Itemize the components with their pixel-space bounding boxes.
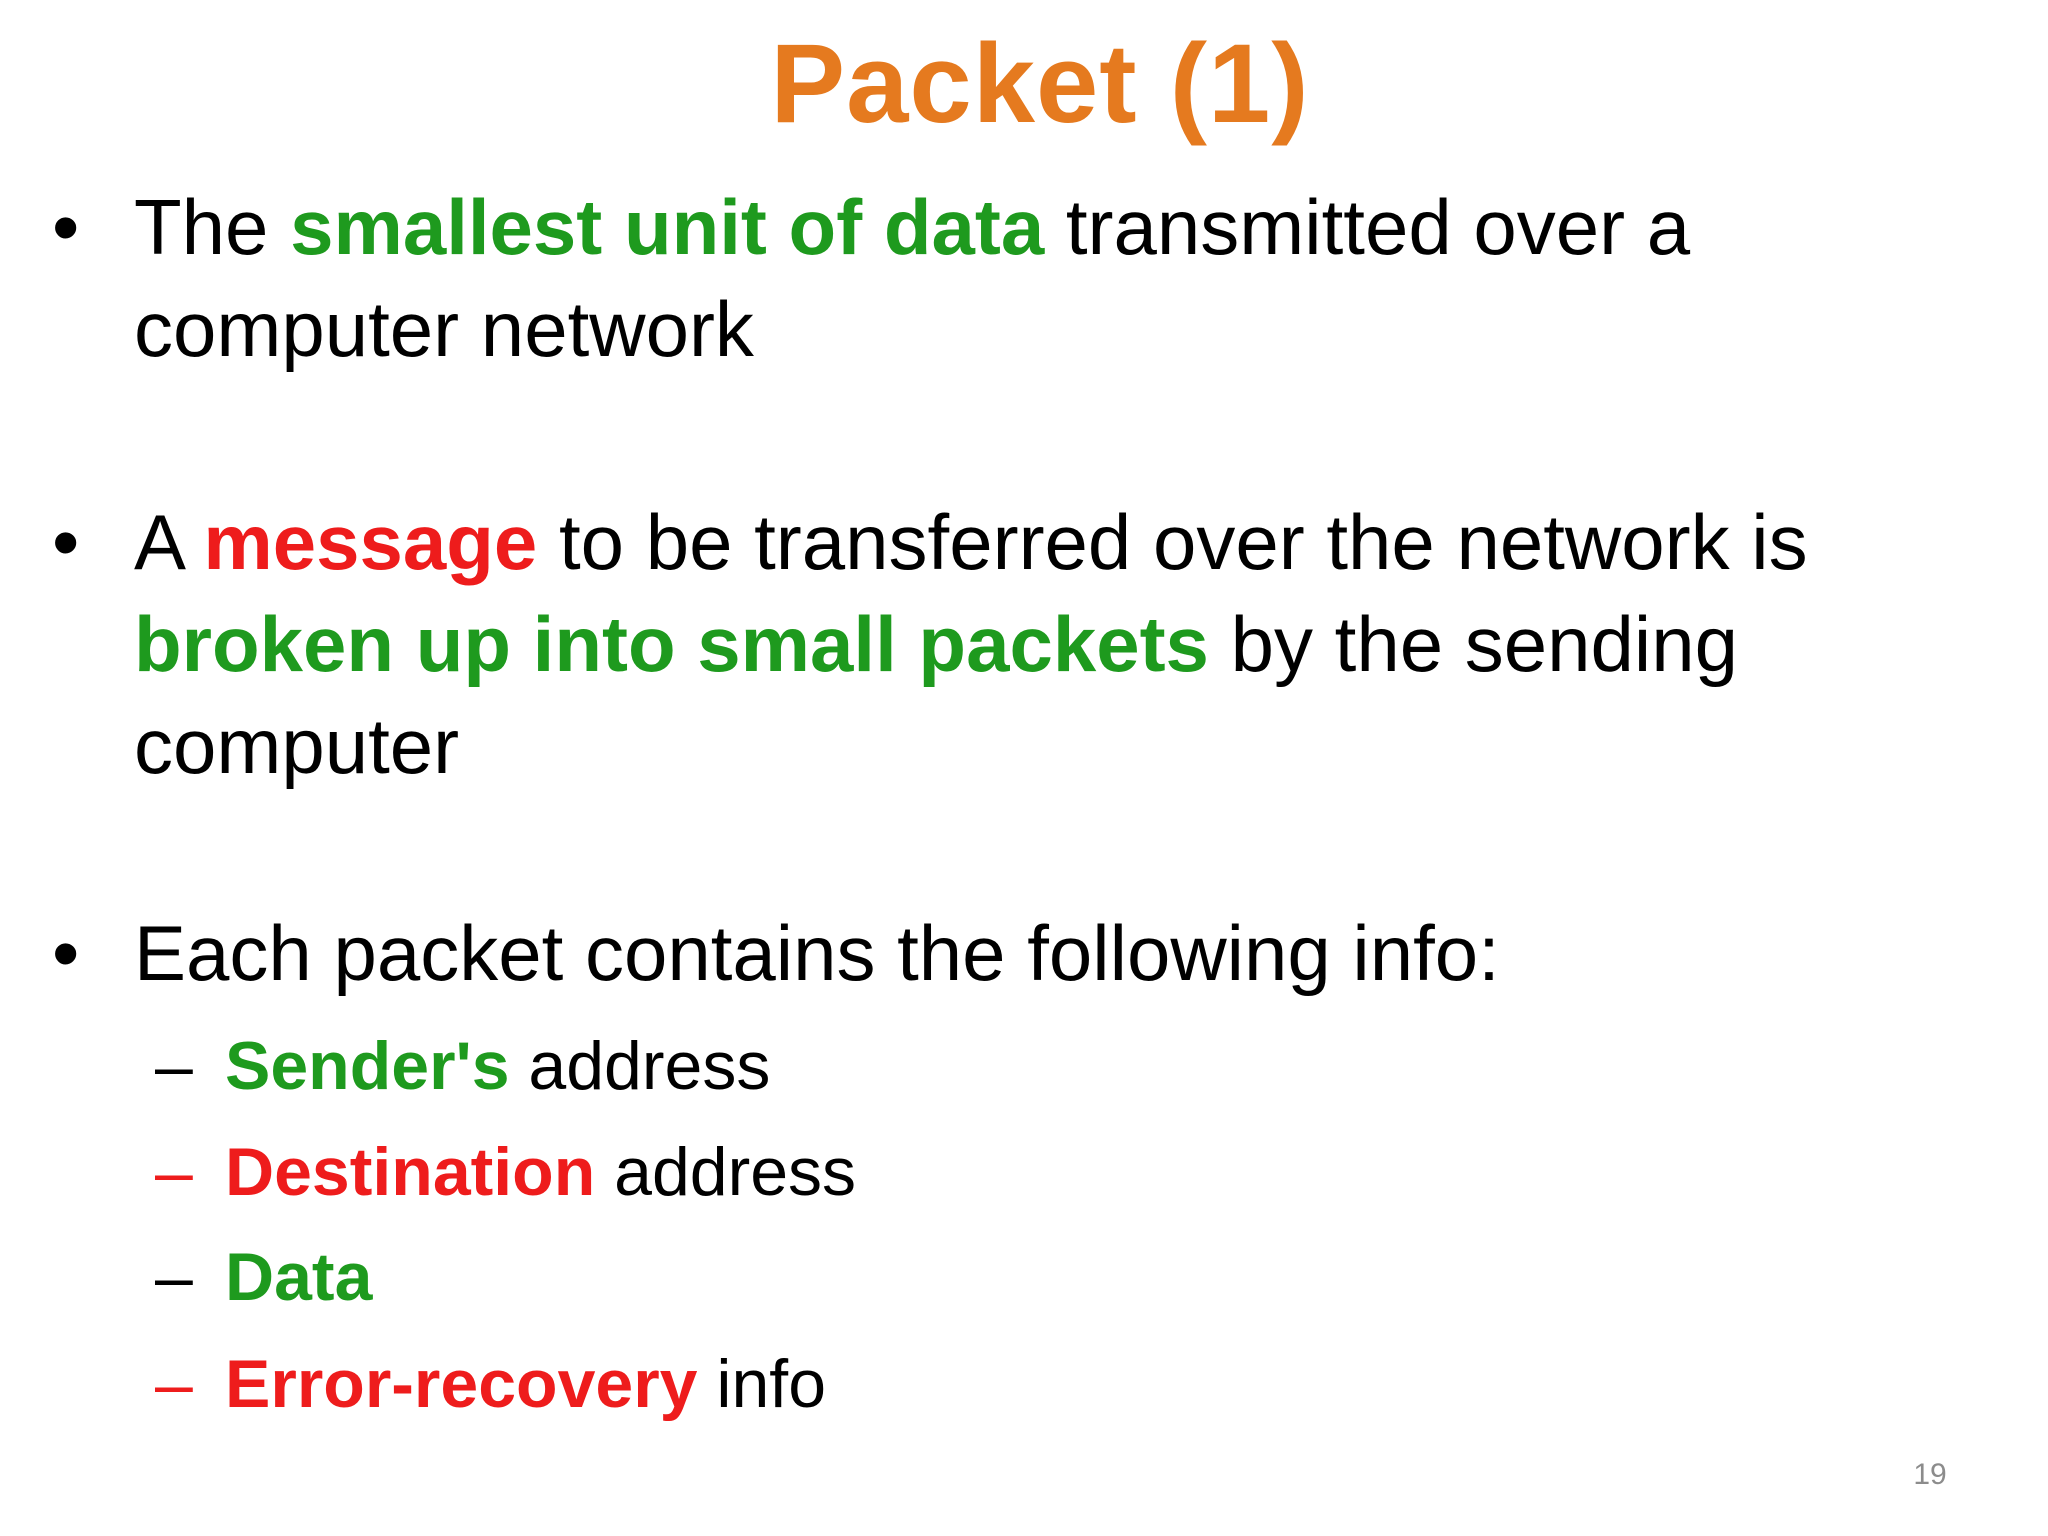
bullet-marker: • — [52, 183, 80, 271]
bullet-text: A message to be transferred over the net… — [134, 491, 1982, 797]
emphasis-green: smallest unit of data — [290, 183, 1045, 271]
page-number: 19 — [1913, 1458, 1947, 1491]
text-run: The — [134, 183, 291, 271]
text-run: address — [595, 1134, 857, 1210]
bullet-text: Each packet contains the following info: — [134, 902, 1982, 1004]
bullet-message: • A message to be transferred over the n… — [52, 491, 1982, 797]
text-run: transmitted over a — [1044, 183, 1691, 271]
text-run: address — [509, 1028, 771, 1104]
subitem-destination-address: –Destination address — [155, 1127, 1955, 1217]
slide-title: Packet (1) — [770, 21, 1310, 146]
emphasis-red: message — [203, 498, 538, 586]
text-run: computer — [134, 702, 460, 790]
subitem-error-recovery-info: –Error-recovery info — [155, 1339, 1955, 1429]
emphasis-red: Destination — [225, 1134, 596, 1210]
emphasis-green: broken up into small packets — [134, 600, 1209, 688]
emphasis-green: Data — [225, 1239, 373, 1315]
emphasis-red: Error-recovery — [225, 1346, 698, 1422]
bullet-marker: • — [52, 909, 80, 997]
bullet-marker: • — [52, 498, 80, 586]
subitem-dash: – — [155, 1346, 193, 1422]
text-run: by the sending — [1208, 600, 1738, 688]
subitem-senders-address: –Sender's address — [155, 1021, 1955, 1111]
bullet-packet-contents: • Each packet contains the following inf… — [52, 902, 1982, 1004]
text-run: A — [134, 498, 204, 586]
subitem-data: –Data — [155, 1232, 1955, 1322]
bullet-smallest-unit: • The smallest unit of data transmitted … — [52, 176, 1982, 380]
emphasis-green: Sender's — [225, 1028, 510, 1104]
subitem-dash: – — [155, 1028, 193, 1104]
text-run: info — [697, 1346, 827, 1422]
text-run: Each packet contains the following info: — [134, 909, 1500, 997]
subitem-dash: – — [155, 1239, 193, 1315]
text-run: to be transferred over the network is — [537, 498, 1808, 586]
text-run: computer network — [134, 285, 754, 373]
subitem-dash: – — [155, 1134, 193, 1210]
bullet-text: The smallest unit of data transmitted ov… — [134, 176, 1982, 380]
